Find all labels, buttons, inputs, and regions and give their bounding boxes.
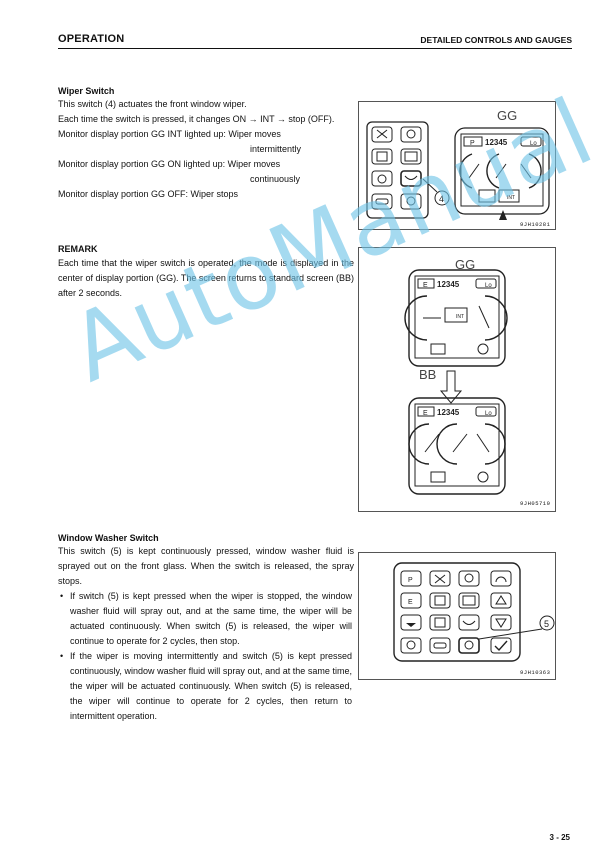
wiper-line-5: Monitor display portion GG OFF: Wiper st…: [58, 189, 239, 199]
fig2-mode-top: E: [423, 282, 428, 289]
washer-bullet-1: • If switch (5) is kept pressed when the…: [60, 589, 352, 649]
remark-text: Each time that the wiper switch is opera…: [58, 258, 354, 298]
wiper-switch-heading: Wiper Switch: [58, 86, 115, 96]
fig3-key-e: E: [408, 599, 413, 606]
figure-display-modes: GG E 12345 Lo INT BB E 12345 Lo: [358, 247, 556, 512]
fig1-lo: Lo: [530, 141, 537, 147]
fig2-label-gg: GG: [455, 257, 475, 272]
figure-display-modes-drawing: GG E 12345 Lo INT BB E 12345 Lo: [404, 257, 508, 495]
wiper-line-2: Each time the switch is pressed, it chan…: [58, 114, 335, 124]
bullet-mark-1: •: [60, 591, 64, 601]
fig2-lo-top: Lo: [485, 283, 492, 289]
fig1-label-gg: GG: [497, 108, 517, 123]
header-right: DETAILED CONTROLS AND GAUGES: [420, 35, 572, 45]
fig2-readout-top: 12345: [437, 280, 460, 289]
wiper-line-1: This switch (4) actuates the front windo…: [58, 99, 247, 109]
page-number: 3 - 25: [549, 833, 570, 842]
figure-washer-switch-drawing: P E 5: [393, 562, 555, 662]
fig1-readout: 12345: [485, 138, 508, 147]
fig2-mode-bottom: E: [423, 410, 428, 417]
wiper-line-3b: intermittently: [250, 144, 302, 154]
fig2-label-bb: BB: [419, 367, 436, 382]
fig3-key-p: P: [408, 577, 413, 584]
fig2-readout-bottom: 12345: [437, 408, 460, 417]
wiper-switch-text: This switch (4) actuates the front windo…: [58, 97, 354, 202]
wiper-line-4b: continuously: [250, 174, 301, 184]
bullet-mark-2: •: [60, 651, 64, 661]
washer-bullet-1-text: If switch (5) is kept pressed when the w…: [70, 591, 352, 646]
fig2-int: INT: [456, 314, 464, 320]
fig1-callout-4: 4: [439, 194, 444, 204]
figure-washer-switch: P E 5: [358, 552, 556, 680]
header-left: OPERATION: [58, 33, 125, 45]
figure-wiper-switch-drawing: GG 4 P 12345 Lo INT: [366, 108, 550, 220]
fig1-int: INT: [507, 195, 515, 201]
fig3-caption: 9JH10363: [520, 669, 551, 676]
wiper-line-4a: Monitor display portion GG ON lighted up…: [58, 159, 281, 169]
remark-heading: REMARK: [58, 244, 98, 254]
washer-intro: This switch (5) is kept continuously pre…: [58, 546, 354, 586]
fig1-mode: P: [470, 140, 475, 147]
fig3-callout-5: 5: [544, 619, 549, 629]
fig2-caption: 9JH05710: [520, 500, 551, 507]
washer-bullet-2: • If the wiper is moving intermittently …: [60, 649, 352, 724]
wiper-line-3a: Monitor display portion GG INT lighted u…: [58, 129, 281, 139]
fig1-caption: 9JH10281: [520, 221, 551, 228]
figure-wiper-switch: GG 4 P 12345 Lo INT: [358, 101, 556, 230]
fig2-lo-bottom: Lo: [485, 411, 492, 417]
header-rule: [58, 48, 572, 49]
washer-bullet-2-text: If the wiper is moving intermittently an…: [70, 651, 352, 721]
washer-switch-heading: Window Washer Switch: [58, 533, 159, 543]
